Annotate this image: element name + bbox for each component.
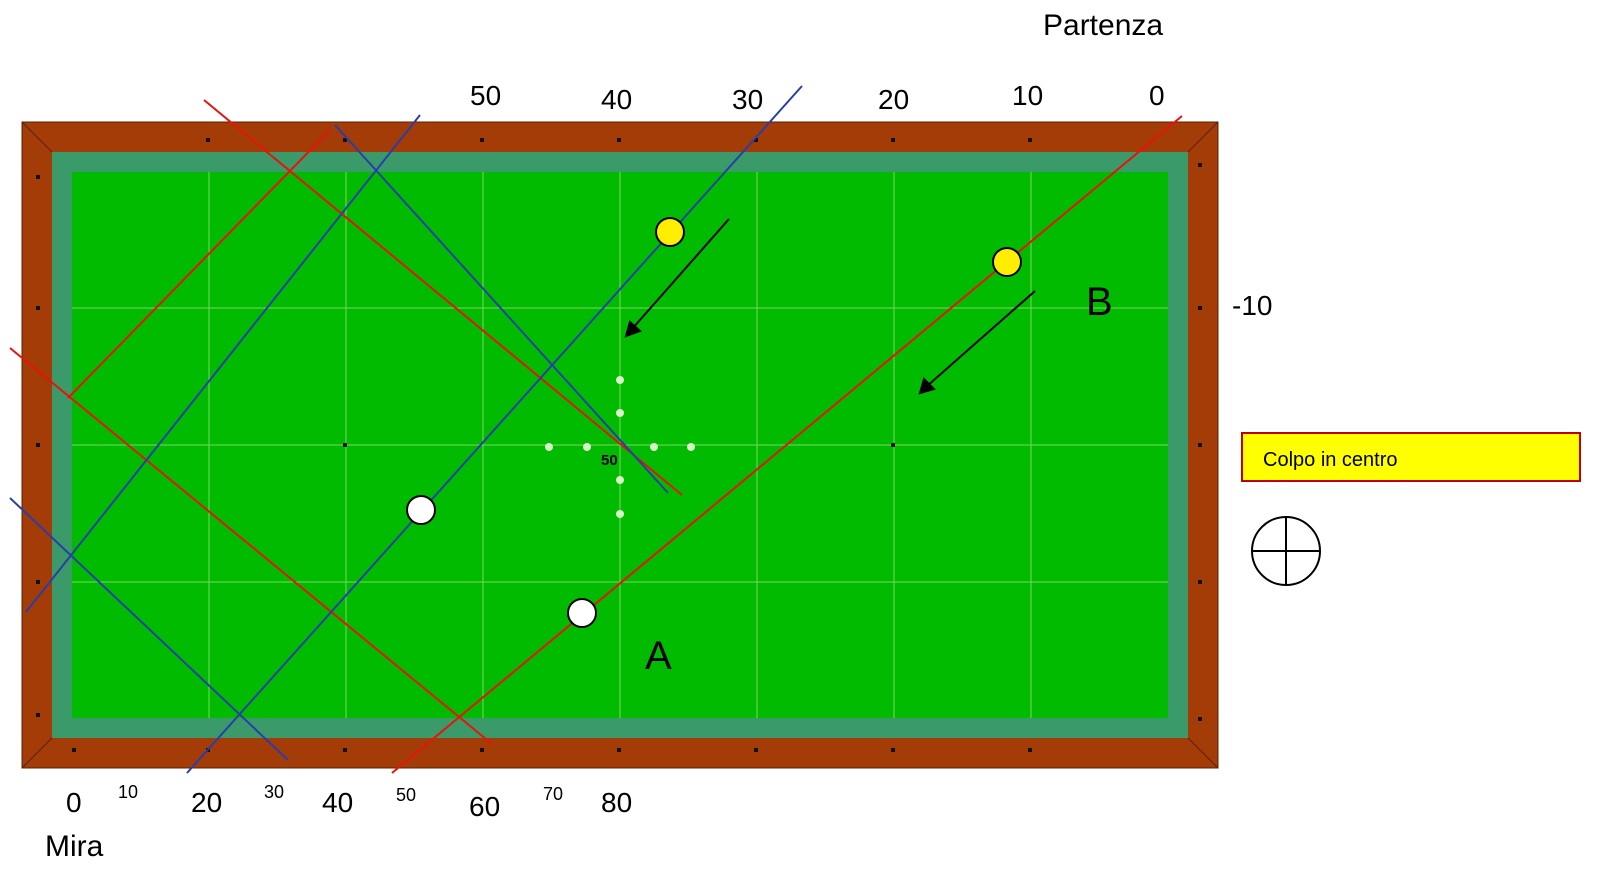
aim-label: Mira <box>45 832 103 862</box>
top-scale-20: 20 <box>878 86 909 114</box>
top-scale-10: 10 <box>1012 82 1043 110</box>
right-side-value: -10 <box>1232 292 1272 320</box>
ball-a-label: A <box>645 636 672 676</box>
shot-type-label: Colpo in centro <box>1263 450 1398 470</box>
center-value: 50 <box>601 453 618 468</box>
cue-tip-indicator-icon <box>1252 517 1320 585</box>
bottom-scale-80: 80 <box>601 789 632 817</box>
bottom-scale-70: 70 <box>543 785 563 803</box>
bottom-scale-20: 20 <box>191 789 222 817</box>
top-scale-0: 0 <box>1149 82 1165 110</box>
start-label: Partenza <box>1043 11 1163 41</box>
yellow-ball-1 <box>656 218 684 246</box>
bottom-scale-60: 60 <box>469 793 500 821</box>
yellow-ball-2 <box>993 248 1021 276</box>
top-scale-50: 50 <box>470 82 501 110</box>
bottom-scale-30: 30 <box>264 783 284 801</box>
ball-b-label: B <box>1086 282 1113 322</box>
shot-type-box: Colpo in centro <box>1241 432 1581 482</box>
top-scale-40: 40 <box>601 86 632 114</box>
white-ball-2 <box>568 599 596 627</box>
bottom-scale-40: 40 <box>322 789 353 817</box>
bottom-scale-50: 50 <box>396 786 416 804</box>
bottom-scale-10: 10 <box>118 783 138 801</box>
white-ball-1 <box>407 496 435 524</box>
bottom-scale-0: 0 <box>66 789 82 817</box>
top-scale-30: 30 <box>732 86 763 114</box>
